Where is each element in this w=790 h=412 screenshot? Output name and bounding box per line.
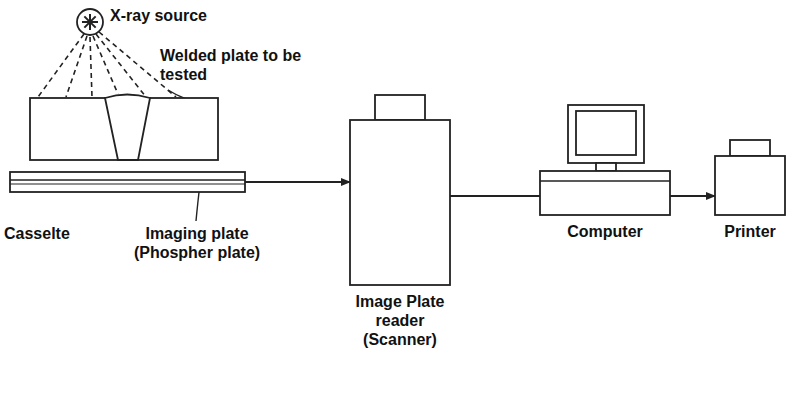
node-label: X-ray source [110, 6, 250, 25]
connector [450, 195, 540, 197]
node-label: Welded plate to be tested [160, 46, 310, 84]
welded-plate: Welded plate to be tested [30, 98, 218, 160]
printer: Printer [715, 140, 785, 215]
cassette: CasselteImaging plate (Phospher plate) [10, 172, 245, 192]
node-label: Printer [714, 222, 786, 241]
node-label: Imaging plate (Phospher plate) [122, 224, 272, 262]
node-label: Casselte [4, 224, 104, 243]
printer-outline [715, 140, 785, 215]
x-ray-source-outline [76, 8, 104, 36]
x-ray-beams [38, 32, 176, 97]
plate-reader-outline [350, 95, 450, 285]
computer-outline [540, 105, 670, 215]
node-label: Image Plate reader (Scanner) [340, 292, 460, 349]
plate-reader: Image Plate reader (Scanner) [350, 95, 450, 285]
computer: Computer [540, 105, 670, 215]
connector [670, 195, 715, 197]
node-label: Computer [555, 222, 655, 241]
welded-plate-outline [30, 98, 218, 160]
x-ray-source: X-ray source [76, 8, 104, 36]
cassette-outline [10, 172, 245, 192]
connector [245, 181, 350, 183]
